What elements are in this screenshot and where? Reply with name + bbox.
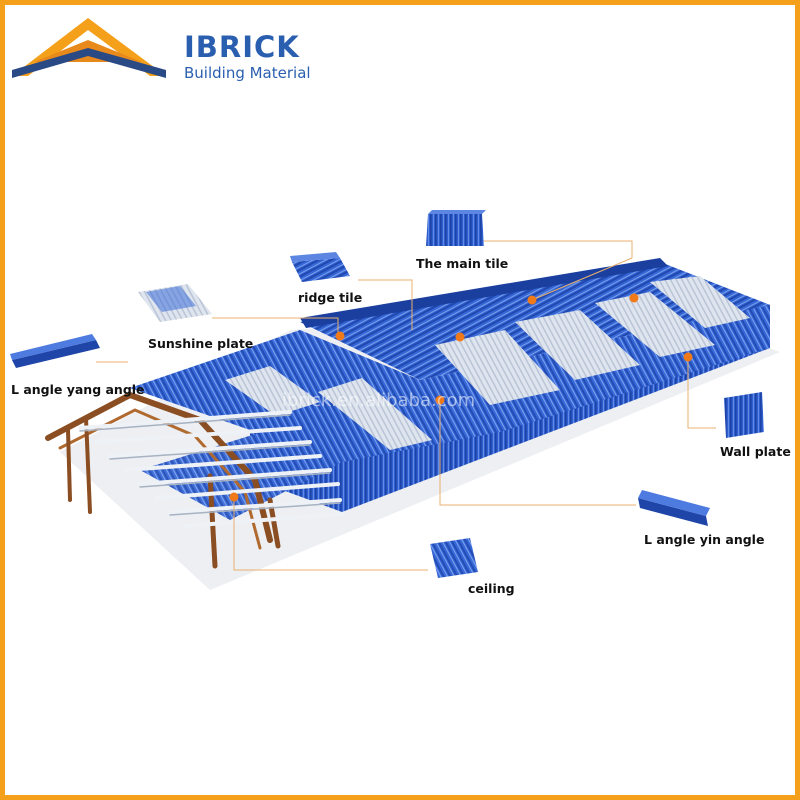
label-l-angle-yin: L angle yin angle [644, 532, 765, 547]
l-angle-yin-thumbnail [638, 490, 710, 526]
label-ceiling: ceiling [468, 581, 515, 596]
l-angle-yang-thumbnail [10, 334, 100, 368]
ridge-tile-thumbnail [290, 252, 350, 282]
label-l-angle-yang: L angle yang angle [11, 382, 145, 397]
ridge-tile-strip [300, 258, 668, 328]
brand-subtitle: Building Material [184, 64, 311, 82]
lower-roof-skylight-2 [225, 366, 320, 416]
brand-name: IBRICK [184, 30, 300, 64]
wall-plate-thumbnail [724, 392, 764, 438]
label-sunshine-plate: Sunshine plate [148, 336, 254, 351]
ceiling-thumbnail [430, 538, 478, 578]
main-tile-thumbnail [426, 210, 486, 246]
label-wall-plate: Wall plate [720, 444, 791, 459]
ibrick-logo-icon [12, 18, 166, 78]
watermark-text: ibrick.en.alibaba.com [282, 390, 476, 411]
leader-lines [96, 240, 716, 571]
sunshine-plate-strips [435, 276, 750, 405]
label-main-tile: The main tile [416, 256, 509, 271]
steel-frame [45, 391, 344, 569]
lower-roof-skylight [318, 378, 432, 450]
callout-dots [229, 293, 693, 502]
label-ridge-tile: ridge tile [298, 290, 363, 305]
sunshine-plate-thumbnail [138, 284, 212, 322]
